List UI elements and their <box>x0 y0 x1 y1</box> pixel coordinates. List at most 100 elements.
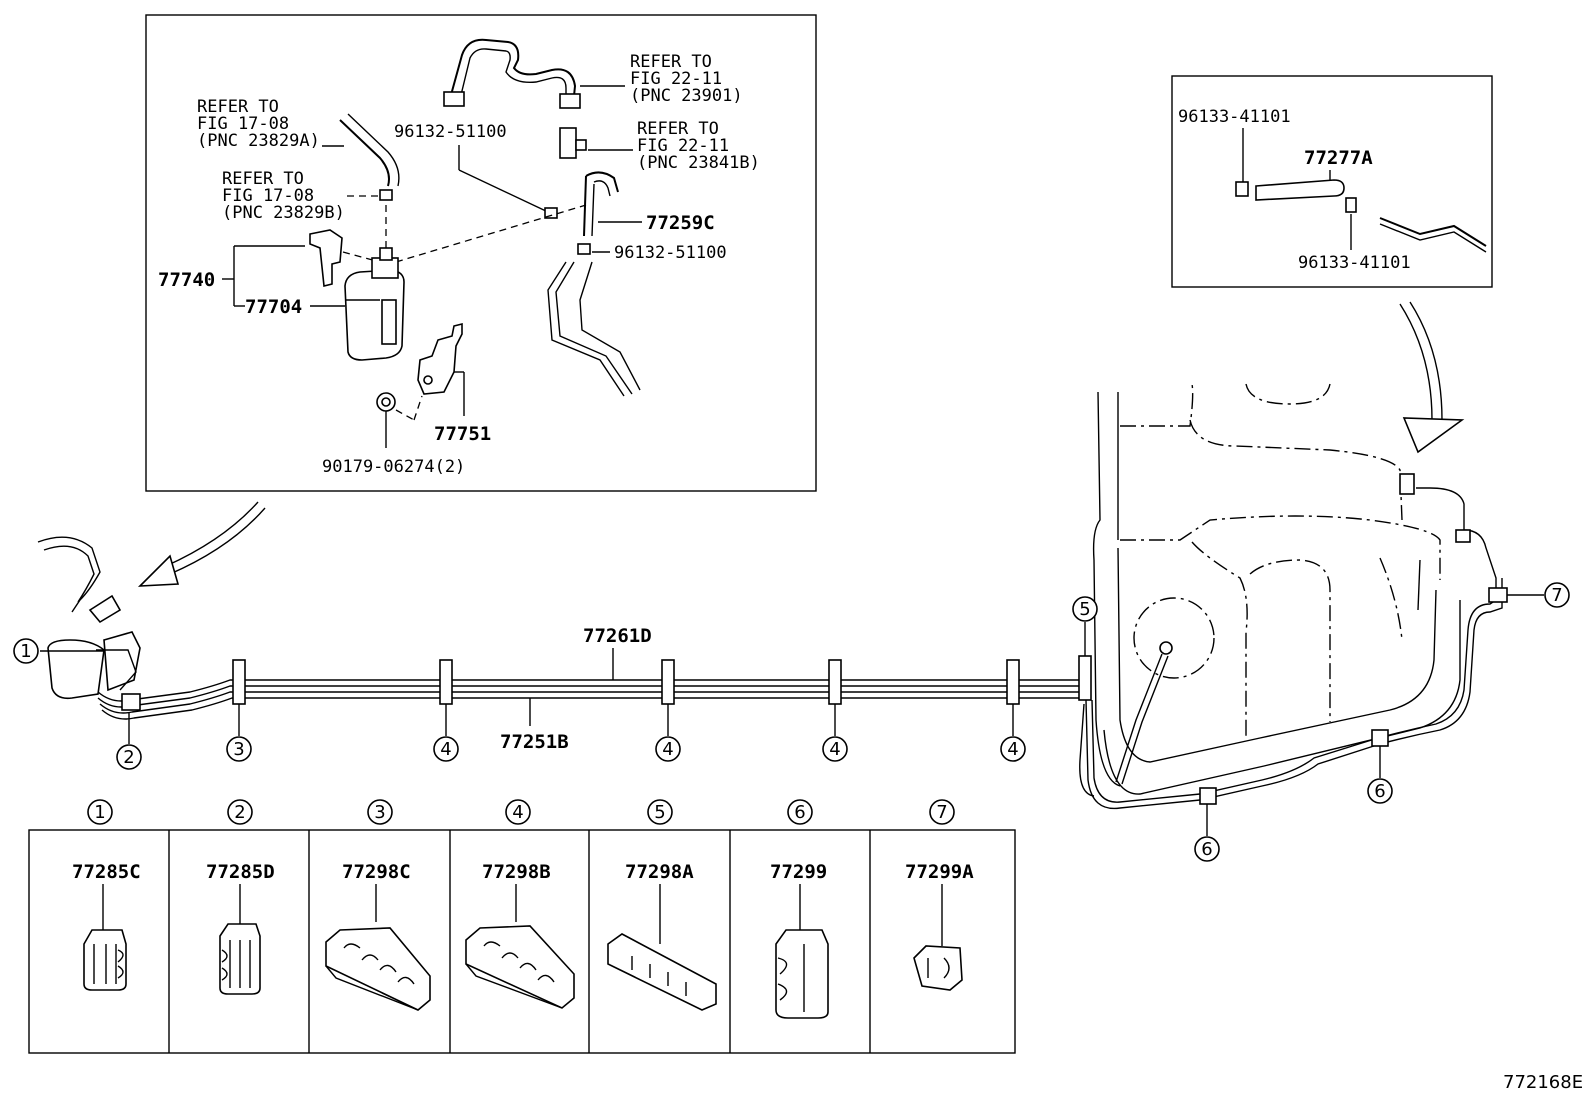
callout-3-text: 3 <box>233 739 244 760</box>
hose-clip <box>379 189 393 201</box>
tank-clip <box>1399 473 1415 495</box>
clamp-2 <box>121 693 141 711</box>
legend-circle-1 <box>87 799 113 825</box>
canister-assembly <box>37 536 141 700</box>
legend-num-7: 7 <box>936 802 947 823</box>
callout-1 <box>13 638 39 664</box>
valve-connector <box>559 127 577 159</box>
legend-num-1: 1 <box>94 802 105 823</box>
hose-23829a <box>339 119 390 187</box>
arrow-curve-right <box>1399 303 1433 421</box>
hose-inset-frame <box>1171 75 1493 288</box>
filler-neck <box>1133 597 1215 679</box>
hose-77259c-inner <box>591 180 611 237</box>
refer-c-line3: (PNC 23829A) <box>197 131 320 151</box>
callout-4d <box>1000 736 1026 762</box>
arrow-curve-left-b <box>165 501 259 567</box>
callout-4a <box>433 736 459 762</box>
legend-num-3: 3 <box>374 802 385 823</box>
pipe-end <box>1379 217 1487 247</box>
canister-body <box>47 639 105 700</box>
tank-line <box>1115 653 1163 783</box>
legend-num-6: 6 <box>794 802 805 823</box>
clamp-96133-top <box>1235 181 1249 197</box>
refer-b-line2: FIG 22-11 <box>637 136 729 156</box>
leader <box>458 169 549 213</box>
legend-part-4: 77298B <box>482 861 551 883</box>
refer-a-line2: FIG 22-11 <box>630 69 722 89</box>
hose-77277a <box>1255 179 1345 201</box>
pipe-end-inner <box>1379 223 1487 253</box>
nut-hole <box>381 397 391 407</box>
refer-b-line3: (PNC 23841B) <box>637 153 760 173</box>
callout-6b <box>1367 778 1393 804</box>
refer-a-line1: REFER TO <box>630 52 712 72</box>
callout-7-text: 7 <box>1551 585 1562 606</box>
callout-4b-text: 4 <box>662 739 673 760</box>
arrow-curve-right-b <box>1409 301 1443 421</box>
part-77261d: 77261D <box>583 625 652 647</box>
clamp-shape-5 <box>607 933 717 1011</box>
legend-num-4: 4 <box>512 802 523 823</box>
valve-connector-tab <box>575 139 587 151</box>
part-77740-shape <box>309 229 343 287</box>
clamp-legend: 1 2 3 4 5 6 7 77285C 77285D 77298C 77298… <box>28 799 1016 1054</box>
refer-a-line3: (PNC 23901) <box>630 86 743 106</box>
clamp-4a <box>439 659 453 705</box>
callout-6b-text: 6 <box>1374 781 1385 802</box>
refer-c-line1: REFER TO <box>197 97 279 117</box>
tank-inner-right <box>1379 557 1403 641</box>
canister-bracket <box>103 631 141 692</box>
callout-2-text: 2 <box>123 747 134 768</box>
refer-d-line3: (PNC 23829B) <box>222 203 345 223</box>
part-77277a: 77277A <box>1304 147 1373 169</box>
legend-circle-6 <box>787 799 813 825</box>
bracket-hole <box>423 375 433 385</box>
legend-part-3: 77298C <box>342 861 411 883</box>
refer-d-line1: REFER TO <box>222 169 304 189</box>
tank-line-b <box>1121 655 1169 785</box>
refer-d-line2: FIG 17-08 <box>222 186 314 206</box>
clamp-shape-7 <box>913 945 963 991</box>
pipe-b <box>555 261 633 395</box>
tank-pipe-outer <box>1085 578 1503 810</box>
hose-clamp <box>577 243 591 255</box>
callout-5-text: 5 <box>1079 599 1090 620</box>
legend-circle-2 <box>227 799 253 825</box>
part-77751-shape <box>417 322 463 395</box>
legend-circle-3 <box>367 799 393 825</box>
refer-b-line1: REFER TO <box>637 119 719 139</box>
filler-port <box>1159 641 1173 655</box>
pipe-77251b-top <box>99 691 1088 714</box>
pipe-77261d-bottom <box>97 685 1088 708</box>
clamp-shape-4 <box>465 925 575 1009</box>
callout-5 <box>1072 596 1098 622</box>
vent-hose-end-right <box>559 93 581 109</box>
arrow-curve-left <box>169 507 266 575</box>
clamp-4b <box>661 659 675 705</box>
callout-4b <box>655 736 681 762</box>
tank-side <box>1417 559 1421 611</box>
legend-frame <box>28 829 1016 1054</box>
part-77251b: 77251B <box>500 731 569 753</box>
legend-num-5: 5 <box>654 802 665 823</box>
clamp-6b <box>1371 729 1389 747</box>
part-96133-bottom: 96133-41101 <box>1298 253 1411 273</box>
legend-circle-4 <box>505 799 531 825</box>
tank-inner-wall <box>1117 547 1437 763</box>
dash-connection <box>395 204 587 263</box>
vent-line <box>37 536 101 613</box>
part-77751: 77751 <box>434 423 491 445</box>
callout-7 <box>1544 582 1570 608</box>
part-96132-top: 96132-51100 <box>394 122 507 142</box>
clamp-4d <box>1006 659 1020 705</box>
vent-clip <box>88 594 122 624</box>
callout-4a-text: 4 <box>440 739 451 760</box>
pipe-77261d-top <box>97 679 1088 702</box>
hose-inset: 96133-41101 77277A 96133-41101 <box>1171 75 1493 288</box>
arrow-head-left <box>137 554 180 587</box>
fuel-tank <box>1092 383 1461 795</box>
tank-outer-wall <box>1103 600 1461 795</box>
clamp-5 <box>1078 655 1092 701</box>
